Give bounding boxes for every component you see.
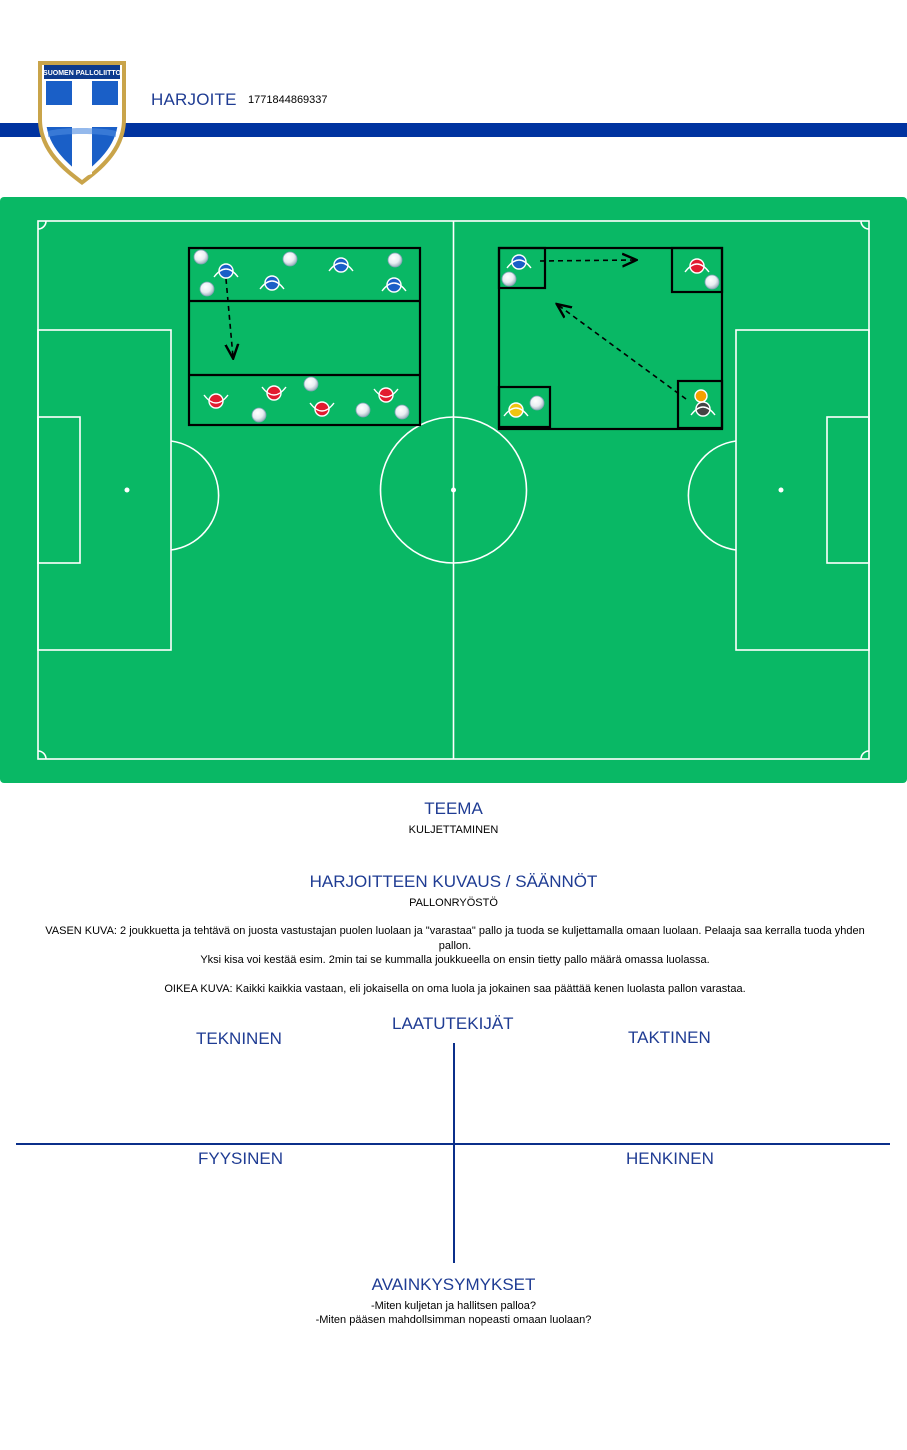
movement-arrows xyxy=(226,260,687,400)
player-blue-icon xyxy=(381,277,407,293)
key-question-1: -Miten kuljetan ja hallitsen palloa? xyxy=(370,1300,537,1312)
pitch-lines xyxy=(37,220,870,760)
page-title: HARJOITE xyxy=(151,90,237,109)
player-blue-icon xyxy=(506,254,532,270)
player-red-icon xyxy=(309,401,335,417)
teema-value: KULJETTAMINEN xyxy=(408,824,499,836)
header-blue-band xyxy=(0,123,907,137)
description-line-1: VASEN KUVA: 2 joukkuetta ja tehtävä on j… xyxy=(45,925,865,952)
description-line-2: Yksi kisa voi kestää esim. 2min tai se k… xyxy=(200,954,710,966)
description-line-3: OIKEA KUVA: Kaikki kaikkia vastaan, eli … xyxy=(164,983,746,995)
quality-tactical: TAKTINEN xyxy=(628,1028,711,1047)
key-questions-heading: AVAINKYSYMYKSET xyxy=(371,1275,536,1294)
player-red-icon xyxy=(684,258,710,274)
player-blue-icon xyxy=(259,275,285,291)
players xyxy=(203,254,716,418)
teema-heading: TEEMA xyxy=(424,799,483,818)
pitch-diagram xyxy=(0,197,907,783)
player-red-icon xyxy=(373,387,399,403)
exercise-id: 1771844869337 xyxy=(248,94,328,106)
federation-logo: SUOMEN PALLOLIITTO xyxy=(38,61,126,185)
right-drill-area xyxy=(497,246,724,431)
player-red-icon xyxy=(203,393,229,409)
description-heading: HARJOITTEEN KUVAUS / SÄÄNNÖT xyxy=(309,872,598,891)
player-blue-icon xyxy=(213,263,239,279)
quality-factors-heading: LAATUTEKIJÄT xyxy=(392,1014,514,1033)
player-red-icon xyxy=(261,385,287,401)
key-question-2: -Miten pääsen mahdollsimman nopeasti oma… xyxy=(315,1314,592,1326)
quality-mental: HENKINEN xyxy=(626,1149,714,1168)
player-blue-icon xyxy=(328,257,354,273)
quality-physical: FYYSINEN xyxy=(198,1149,284,1168)
quadrant-horizontal-axis xyxy=(16,1143,890,1145)
quality-technical: TEKNINEN xyxy=(196,1029,282,1048)
description-subtitle: PALLONRYÖSTÖ xyxy=(409,897,498,909)
player-yellow-icon xyxy=(503,402,529,418)
quadrant-vertical-axis xyxy=(453,1043,455,1263)
balls xyxy=(193,249,720,423)
logo-text: SUOMEN PALLOLIITTO xyxy=(43,70,121,77)
